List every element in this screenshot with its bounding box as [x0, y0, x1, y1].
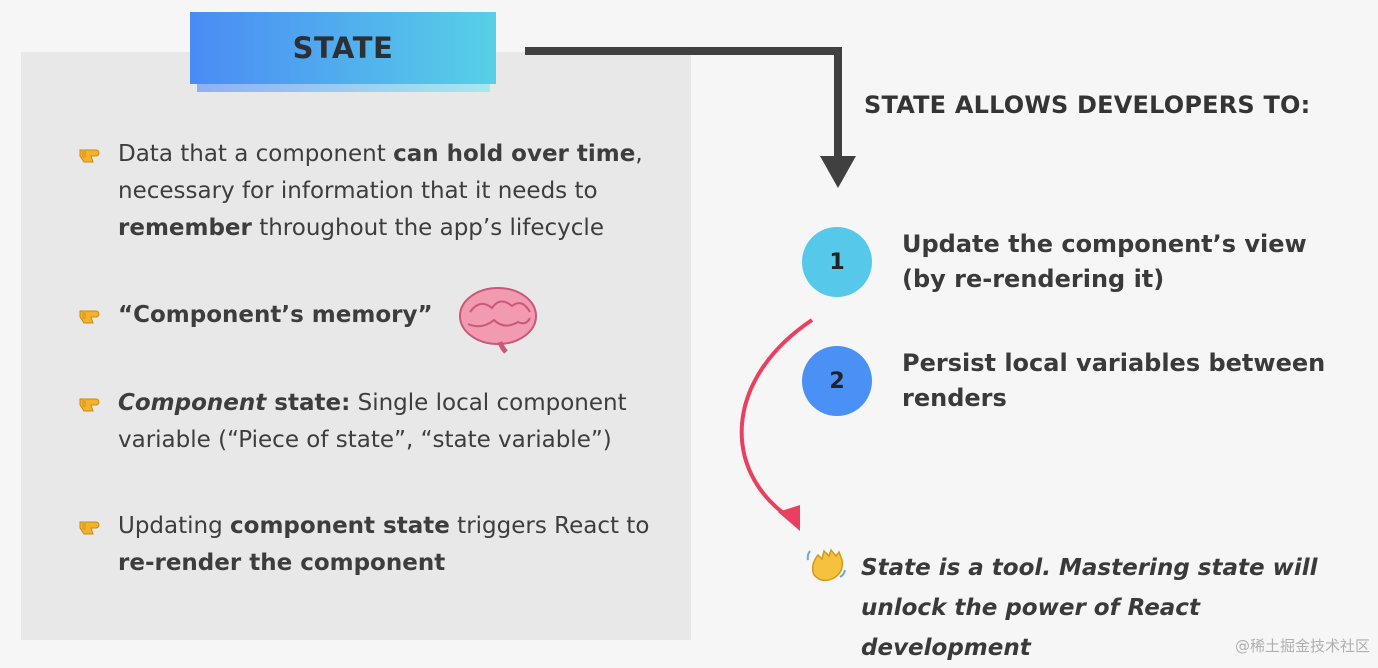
bullet-3-text: Component state: Single local component …	[118, 390, 627, 453]
step-2-circle: 2	[802, 346, 872, 416]
curved-arrowhead	[778, 505, 800, 531]
bullet-1: Data that a component can hold over time…	[78, 136, 658, 251]
watermark: @稀土掘金技术社区	[1234, 637, 1370, 655]
bullet-4-text: Updating component state triggers React …	[118, 513, 650, 576]
bullet-1-text: Data that a component can hold over time…	[118, 141, 643, 241]
brain-icon	[459, 287, 537, 354]
step-1-circle: 1	[802, 227, 872, 297]
pointing-hand-icon	[79, 398, 100, 412]
connector-arrowhead	[820, 156, 856, 188]
pointing-hand-icon	[79, 521, 100, 535]
curved-arrow	[739, 318, 814, 520]
bullet-2-text: “Component’s memory”	[118, 302, 433, 328]
conclusion-quote: State is a tool. Mastering state will un…	[861, 555, 1318, 661]
bullet-2: “Component’s memory”	[78, 297, 658, 337]
bullet-3: Component state: Single local component …	[78, 385, 658, 465]
state-title: STATE	[190, 12, 496, 84]
pointing-hand-icon	[79, 149, 100, 163]
waving-hand-icon	[806, 548, 846, 582]
pointing-hand-icon	[79, 310, 100, 324]
step-1-text: Update the component’s view (by re-rende…	[902, 230, 1307, 293]
step-2-text: Persist local variables between renders	[902, 349, 1326, 412]
bullet-4: Updating component state triggers React …	[78, 508, 658, 588]
right-heading: STATE ALLOWS DEVELOPERS TO:	[864, 91, 1311, 119]
